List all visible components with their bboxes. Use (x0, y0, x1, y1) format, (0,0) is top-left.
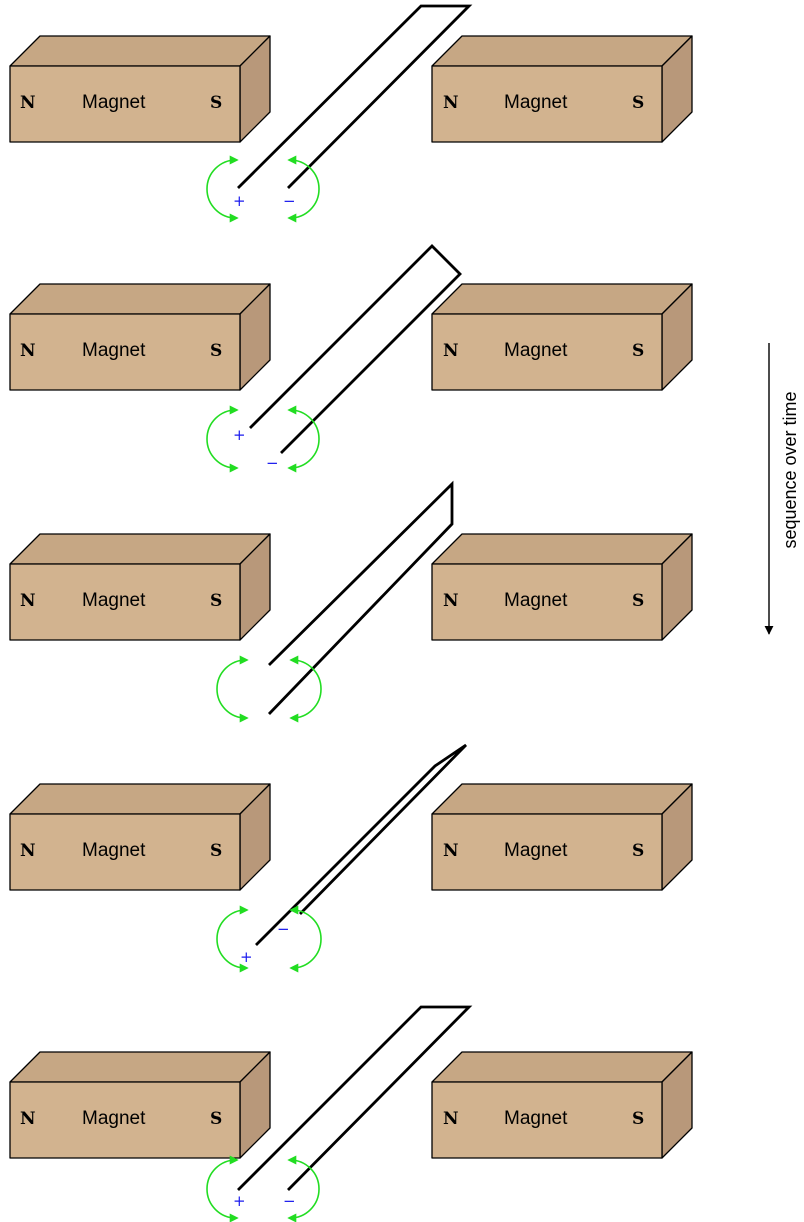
wire-loop (267, 480, 454, 715)
left-magnet: N Magnet S (9, 533, 271, 641)
south-pole-label: S (632, 1109, 644, 1129)
rotation-arrow-right (289, 655, 322, 723)
left-magnet: N Magnet S (9, 1051, 271, 1159)
north-pole-label: N (20, 841, 36, 861)
frame-4: N Magnet S N Magnet S + − (9, 743, 693, 973)
south-pole-label: S (632, 93, 644, 113)
right-magnet: N Magnet S (431, 35, 693, 143)
sequence-label: sequence over time (780, 391, 800, 548)
rotation-arrow-left (216, 655, 249, 723)
magnet-label: Magnet (82, 92, 146, 113)
south-pole-label: S (210, 93, 222, 113)
magnet-label: Magnet (504, 590, 568, 611)
frame-3: N Magnet S N Magnet S (9, 480, 693, 723)
rotation-arrow-left (206, 155, 239, 223)
plus-sign: + (233, 1192, 246, 1210)
rotation-arrow-left (206, 1155, 239, 1222)
north-pole-label: N (20, 341, 36, 361)
south-pole-label: S (210, 841, 222, 861)
rotation-arrow-right (287, 1155, 320, 1222)
minus-sign: − (277, 920, 290, 938)
rotation-arrow-right (287, 405, 320, 473)
south-pole-label: S (210, 1109, 222, 1129)
rotation-arrow-left (216, 905, 249, 973)
wire-loop (249, 244, 462, 454)
plus-sign: + (233, 426, 246, 444)
magnet-label: Magnet (504, 340, 568, 361)
north-pole-label: N (443, 341, 459, 361)
left-magnet: N Magnet S (9, 35, 271, 143)
magnet-label: Magnet (504, 840, 568, 861)
south-pole-label: S (632, 341, 644, 361)
rotation-arrow-right (289, 905, 322, 973)
north-pole-label: N (20, 591, 36, 611)
left-magnet: N Magnet S (9, 283, 271, 391)
north-pole-label: N (20, 93, 36, 113)
rotation-arrow-left (206, 405, 239, 473)
north-pole-label: N (443, 93, 459, 113)
frame-2: N Magnet S N Magnet S + − (9, 244, 693, 473)
magnet-label: Magnet (82, 840, 146, 861)
sequence-indicator: sequence over time (764, 343, 800, 635)
south-pole-label: S (632, 591, 644, 611)
right-magnet: N Magnet S (431, 283, 693, 391)
wire-loop (255, 743, 467, 946)
minus-sign: − (283, 1192, 296, 1210)
frame-1: N Magnet S N Magnet S + − (9, 4, 693, 223)
plus-sign: + (233, 192, 246, 210)
frame-5: N Magnet S N Magnet S + − (9, 1005, 693, 1222)
magnet-label: Magnet (504, 1108, 568, 1129)
rotation-arrow-right (287, 155, 320, 223)
magnet-label: Magnet (82, 340, 146, 361)
right-magnet: N Magnet S (431, 533, 693, 641)
south-pole-label: S (210, 591, 222, 611)
magnet-label: Magnet (82, 590, 146, 611)
south-pole-label: S (632, 841, 644, 861)
wire-loop (237, 1005, 473, 1191)
minus-sign: − (283, 192, 296, 210)
south-pole-label: S (210, 341, 222, 361)
wire-loop (237, 4, 473, 189)
right-magnet: N Magnet S (431, 1051, 693, 1159)
north-pole-label: N (443, 591, 459, 611)
right-magnet: N Magnet S (431, 783, 693, 891)
plus-sign: + (240, 948, 253, 966)
magnet-label: Magnet (82, 1108, 146, 1129)
north-pole-label: N (443, 1109, 459, 1129)
north-pole-label: N (20, 1109, 36, 1129)
left-magnet: N Magnet S (9, 783, 271, 891)
minus-sign: − (266, 454, 279, 472)
north-pole-label: N (443, 841, 459, 861)
magnet-label: Magnet (504, 92, 568, 113)
